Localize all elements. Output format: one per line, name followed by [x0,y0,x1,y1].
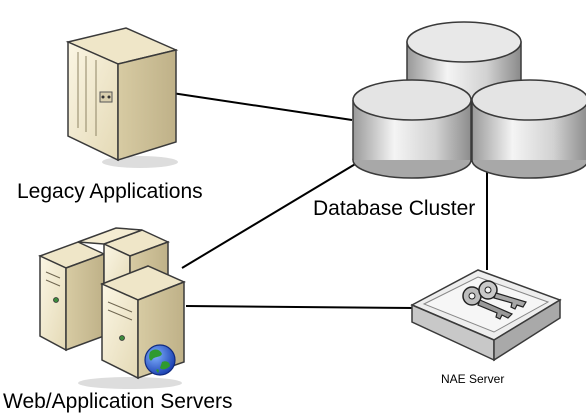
web-server-tower-front [100,265,186,380]
connector-web-nae [185,305,415,309]
legacy-server-icon [65,27,179,168]
connection-lines [171,92,488,309]
database-cylinder-icon [352,21,586,179]
database-cluster-label: Database Cluster [313,197,476,220]
nae-key-server-icon [410,269,562,362]
database-cylinder-right [471,79,586,179]
web-server-tower-left [38,241,106,352]
web-application-servers-label: Web/Application Servers [3,390,233,413]
connector-legacy-database [171,92,353,121]
connector-web-database [181,159,363,269]
legacy-applications-label: Legacy Applications [17,180,203,203]
database-cylinder-left [352,79,472,179]
nae-server-label: NAE Server [441,372,505,386]
globe-icon [144,344,176,376]
key-icon [462,280,527,320]
web-server-icon [38,227,186,389]
